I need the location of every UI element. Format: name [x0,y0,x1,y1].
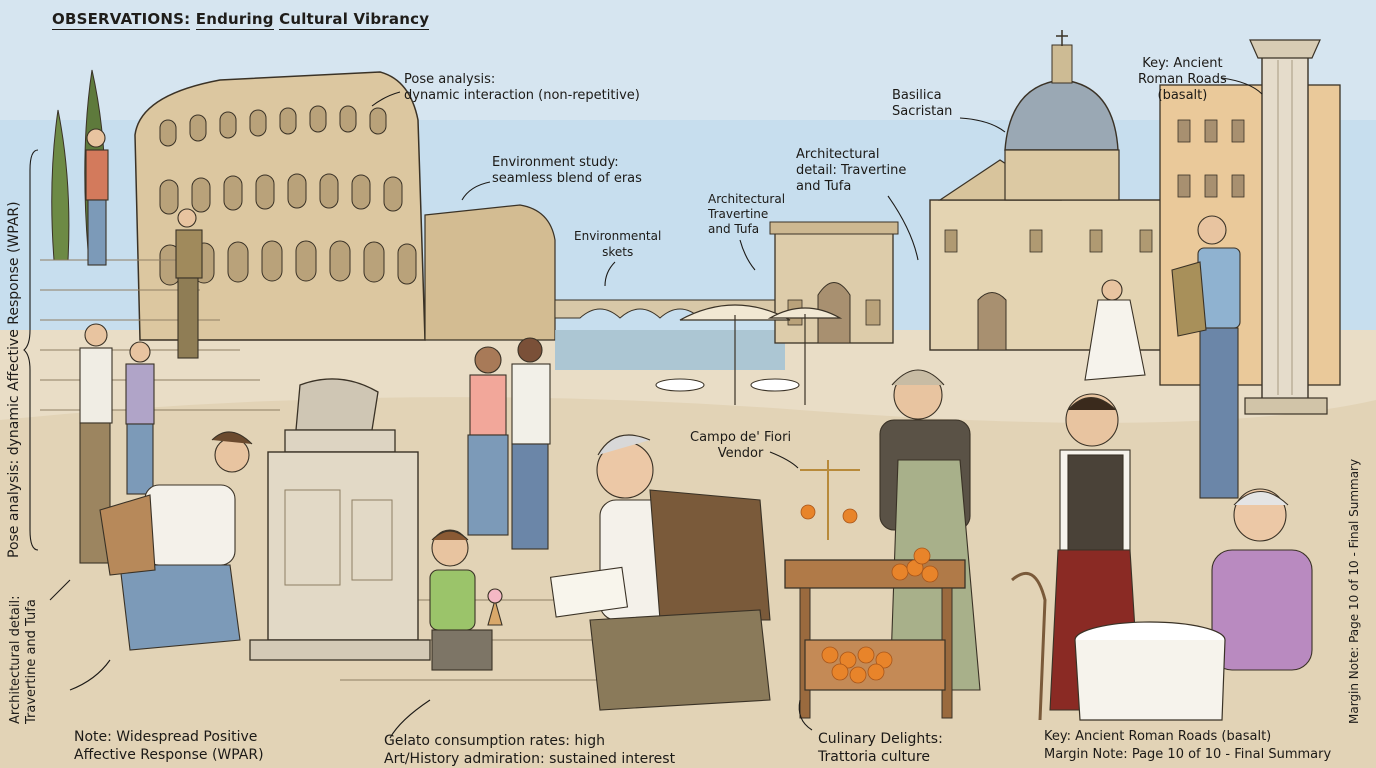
building-right [1159,84,1341,386]
fruit-cart [784,460,966,719]
bridge-and-river [554,299,785,370]
title-word1: Enduring [195,10,274,30]
side-note-left-bottom: Architectural detail: Travertine and Tuf… [8,595,39,724]
annotation-environment-study: Environment study: seamless blend of era… [492,155,642,186]
annotation-basilica: Basilica Sacristan [892,88,953,119]
annotation-leaders [23,77,1263,739]
umbrella-icon [655,304,843,405]
annotation-key-top: Key: Ancient Roman Roads (basalt) [1138,56,1227,103]
annotation-campo-vendor: Campo de' Fiori Vendor [690,430,792,461]
title-word2: Cultural Vibrancy [279,10,430,30]
page-title: OBSERVATIONS: Enduring Cultural Vibrancy [52,10,430,30]
stone-pedestal [249,378,431,661]
annotation-environmental-sketch: Environmental skets [574,229,662,259]
orange-icon [800,504,939,684]
note-key-bottom: Key: Ancient Roman Roads (basalt) Margin… [1044,729,1332,762]
annotation-architectural-small: Architectural Travertine and Tufa [708,192,786,236]
colosseum-icon [134,71,556,341]
note-culinary: Culinary Delights: Trattoria culture [818,731,943,765]
side-note-right: Margin Note: Page 10 of 10 - Final Summa… [1347,458,1361,724]
arch-icon [769,221,899,344]
people [79,128,1313,711]
side-note-left: Pose analysis: dynamic Affective Respons… [6,201,22,558]
annotation-architectural-detail: Architectural detail: Travertine and Tuf… [796,147,907,194]
title-prefix: OBSERVATIONS: [52,10,191,30]
note-gelato: Gelato consumption rates: high Art/Histo… [384,733,676,767]
note-wpar: Note: Widespread Positive Affective Resp… [74,729,264,763]
column-icon [1244,39,1328,415]
cafe-table [1011,571,1226,721]
annotation-pose-analysis: Pose analysis: dynamic interaction (non-… [404,72,640,103]
